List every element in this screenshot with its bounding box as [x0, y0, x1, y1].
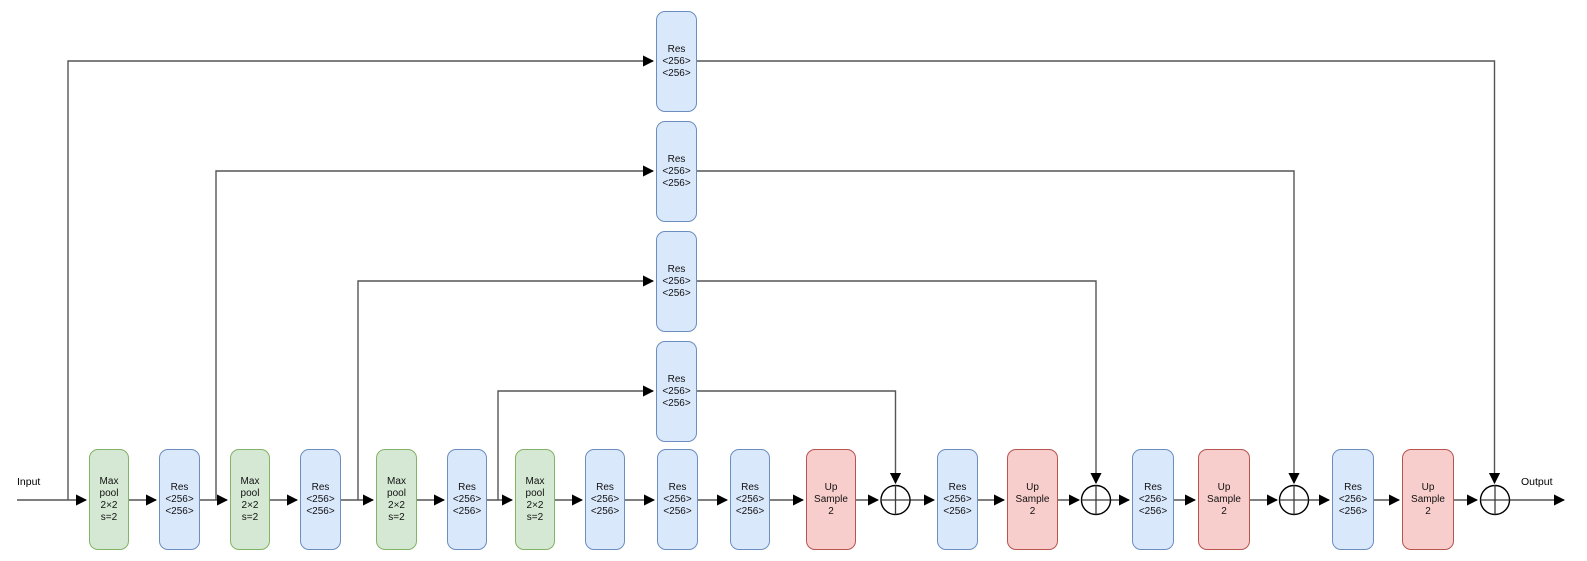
res-block-7: Res <256> <256>: [937, 449, 978, 550]
skip-res-block-3: Res <256> <256>: [656, 231, 697, 332]
upsample-block-1: Up Sample 2: [806, 449, 856, 550]
skip2-branch-to-resblock: [215, 165, 655, 500]
upsample-block-2: Up Sample 2: [1007, 449, 1058, 550]
res-block-5: Res <256> <256>: [657, 449, 698, 550]
maxpool-block-4: Max pool 2×2 s=2: [515, 449, 555, 550]
skip4-resblock-to-sum1: [695, 390, 902, 485]
res-block-3: Res <256> <256>: [447, 449, 487, 550]
maxpool-block-2: Max pool 2×2 s=2: [230, 449, 270, 550]
skip3-resblock-to-sum2: [695, 280, 1102, 485]
upsample-block-4: Up Sample 2: [1402, 449, 1454, 550]
upsample-block-3: Up Sample 2: [1198, 449, 1250, 550]
sum-node-4: [1479, 484, 1511, 516]
skip4-branch-to-resblock: [497, 385, 655, 500]
sum-node-3: [1278, 484, 1310, 516]
sum-node-2: [1080, 484, 1112, 516]
skip3-branch-to-resblock: [357, 275, 655, 500]
maxpool-block-1: Max pool 2×2 s=2: [89, 449, 129, 550]
skip1-branch-to-resblock: [67, 55, 655, 500]
skip1-resblock-to-sum4: [695, 60, 1501, 485]
res-block-6: Res <256> <256>: [730, 449, 770, 550]
maxpool-block-3: Max pool 2×2 s=2: [376, 449, 417, 550]
res-block-1: Res <256> <256>: [159, 449, 200, 550]
input-label: Input: [17, 476, 41, 488]
skip-res-block-1: Res <256> <256>: [656, 11, 697, 112]
res-block-9: Res <256> <256>: [1332, 449, 1374, 550]
output-label: Output: [1521, 476, 1553, 488]
skip2-resblock-to-sum3: [695, 170, 1300, 485]
skip-res-block-2: Res <256> <256>: [656, 121, 697, 222]
skip-res-block-4: Res <256> <256>: [656, 341, 697, 442]
res-block-8: Res <256> <256>: [1132, 449, 1174, 550]
res-block-4: Res <256> <256>: [585, 449, 625, 550]
sum-node-1: [880, 484, 911, 516]
res-block-2: Res <256> <256>: [300, 449, 341, 550]
